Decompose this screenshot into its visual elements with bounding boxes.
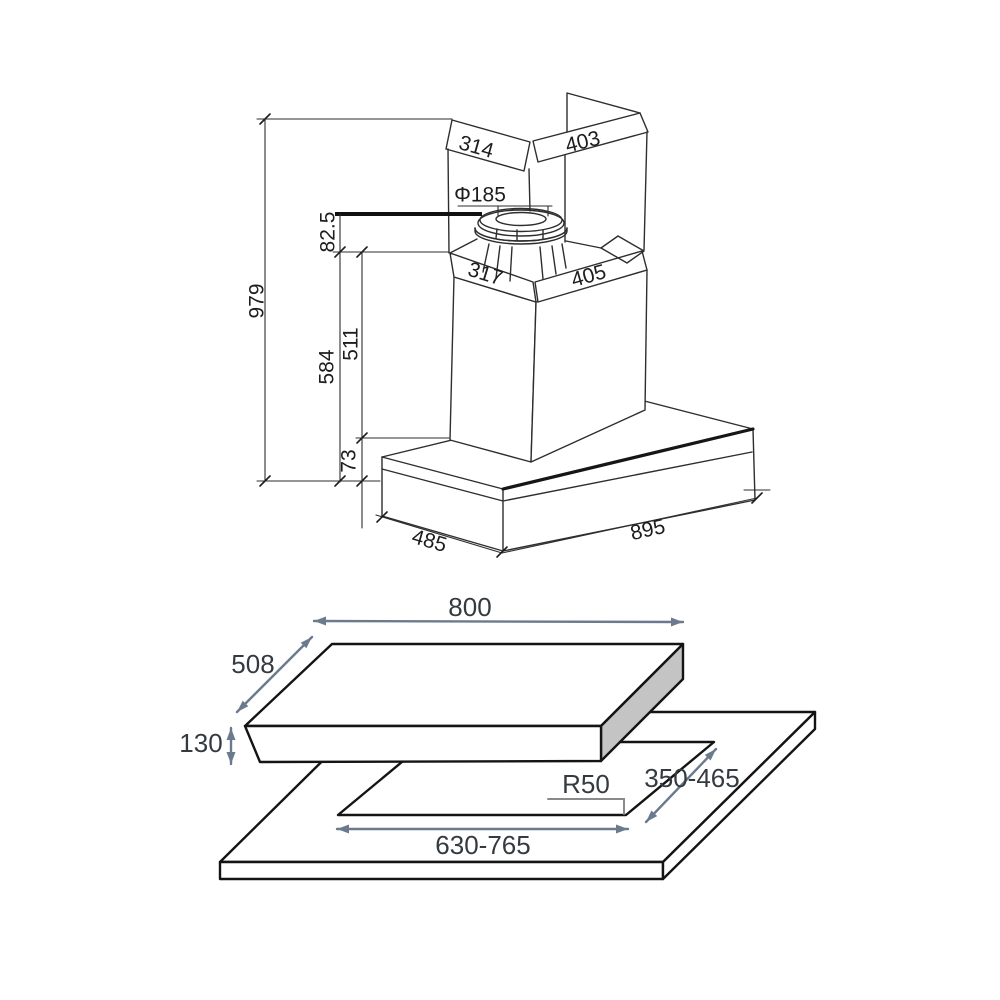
cutout-annotations: [335, 747, 718, 834]
dim-hob-width: 800: [448, 592, 491, 622]
corner-radius-leader: [547, 798, 625, 815]
worktop-cutout: [336, 740, 716, 817]
dim-canopy-thickness: 73: [338, 449, 361, 472]
dim-total-height: 979: [246, 283, 269, 318]
hood-chimney-body: [449, 269, 648, 463]
dim-height-to-canopy-top: 511: [340, 327, 363, 360]
hood-shoulder: [449, 250, 648, 303]
dim-duct-collar-height: 82.5: [317, 212, 340, 253]
hood-drawing: 314 403 Φ185 82.5 317 405 979 584 511 73…: [246, 92, 771, 558]
dim-canopy-depth: 485: [409, 525, 449, 557]
cutout-depth-arrow: [644, 747, 718, 824]
depth-arrow: [235, 635, 314, 714]
hob-dimension-arrows: [226, 616, 685, 766]
dim-canopy-width: 895: [628, 515, 667, 545]
hood-dimension-lines: [256, 113, 771, 558]
width-arrow: [312, 619, 685, 624]
dim-height-to-canopy-bottom: 584: [316, 349, 339, 384]
dim-duct-diameter: Φ185: [454, 184, 506, 207]
hob-dimension-labels: 800 508 130 R50 350-465 630-765: [179, 592, 739, 860]
dim-hob-thickness: 130: [179, 728, 222, 758]
dim-cutout-corner-radius: R50: [562, 769, 610, 799]
hob-drawing: 800 508 130 R50 350-465 630-765: [179, 592, 817, 881]
dim-cutout-depth-range: 350-465: [644, 763, 739, 793]
hood-upper-chimney: [445, 92, 649, 254]
hood-duct-collar: [449, 207, 645, 282]
hob-slab: [243, 642, 685, 764]
dim-cutout-width-range: 630-765: [435, 830, 530, 860]
dim-hob-depth: 508: [231, 649, 274, 679]
